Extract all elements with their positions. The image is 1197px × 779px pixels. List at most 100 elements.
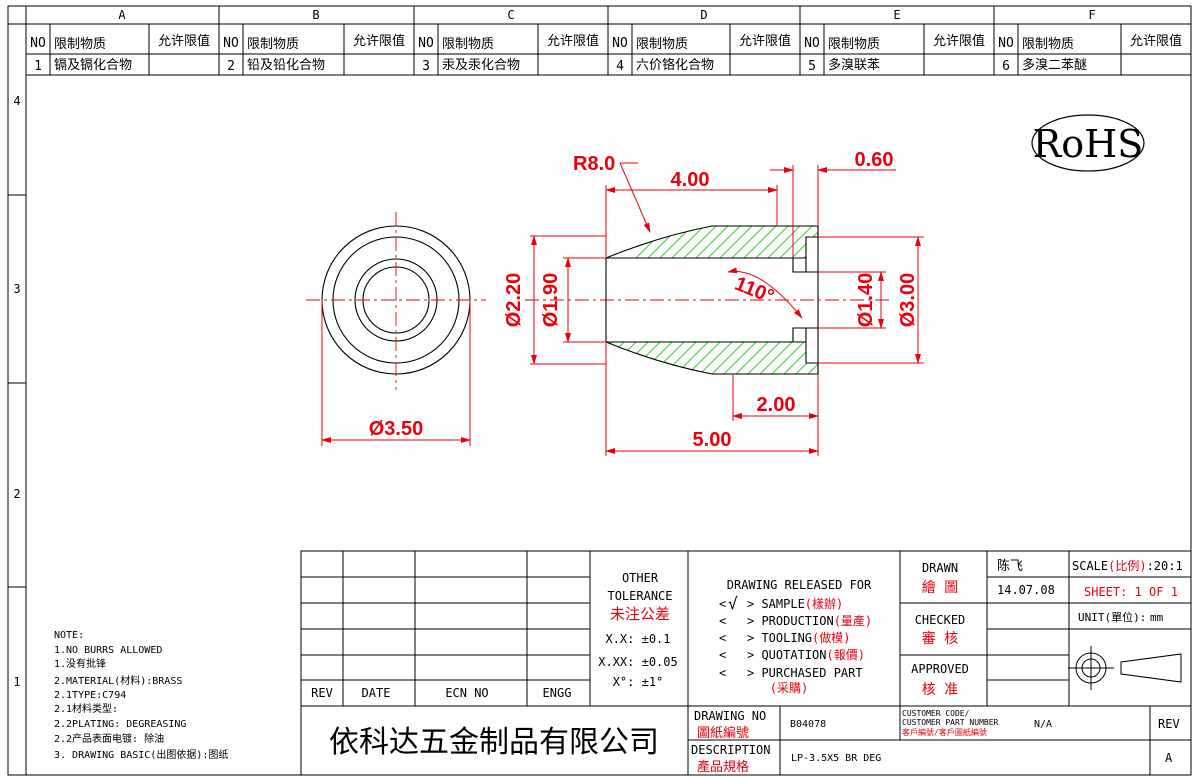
zone-row-3: 3	[13, 282, 20, 296]
note-line: 1.没有批锋	[54, 657, 106, 670]
rev-header: REV	[311, 686, 333, 700]
release-option: > PURCHASED PART	[747, 666, 863, 680]
zone-col-b: B	[312, 8, 319, 22]
tolerance-title-2: TOLERANCE	[607, 589, 672, 603]
table-header-limit: 允许限值	[1130, 33, 1182, 49]
release-option: > TOOLING(做模)	[747, 630, 850, 645]
tolerance-title-cn: 未注公差	[610, 605, 670, 623]
dia-190-label: Ø1.90	[540, 273, 562, 327]
description-label: DESCRIPTION	[691, 743, 770, 757]
table-header-limit: 允许限值	[547, 33, 599, 49]
rohs-label: RoHS	[1033, 122, 1144, 166]
scale-label: SCALE(比例):20:1	[1072, 559, 1183, 573]
release-option: > QUOTATION(報價)	[747, 648, 865, 662]
table-cell-no: 6	[1002, 59, 1010, 74]
dia-140-label: Ø1.40	[855, 273, 877, 327]
customer-code-value: N/A	[1034, 719, 1052, 730]
note-line: 2.1TYPE:C794	[54, 690, 126, 701]
zone-col-d: D	[700, 8, 707, 22]
checked-label-cn: 審 核	[922, 631, 958, 647]
table-cell-no: 5	[808, 59, 816, 74]
table-header-substance: 限制物质	[442, 37, 494, 52]
note-line: 2.MATERIAL(材料):BRASS	[54, 674, 182, 687]
scale-value: :20:1	[1147, 559, 1183, 573]
note-line: 3. DRAWING BASIC(出图依据):图纸	[54, 748, 228, 761]
radius-label: R8.0	[573, 153, 615, 175]
table-cell-substance: 多溴联苯	[828, 57, 880, 73]
approved-label: APPROVED	[911, 662, 969, 676]
dimension-labels: R8.0 4.00 0.60 110° Ø2.20 Ø1.90 Ø1.40 Ø3…	[369, 149, 919, 451]
table-header-no: NO	[612, 36, 628, 51]
dia-220-label: Ø2.20	[503, 273, 525, 327]
scale-label-cn: (比例)	[1108, 559, 1146, 573]
zone-col-f: F	[1088, 8, 1095, 22]
table-header-no: NO	[418, 36, 434, 51]
signature-block: DRAWN 繪 圖 陈飞 14.07.08 CHECKED 審 核 APPROV…	[911, 558, 1183, 698]
length-4-label: 4.00	[671, 169, 710, 191]
table-header-substance: 限制物质	[1022, 37, 1074, 52]
customer-code-label-cn: 客戶編號/客戶圖紙編號	[902, 727, 987, 737]
release-option-bracket: <	[719, 597, 726, 611]
rohs-mark: RoHS	[1031, 114, 1145, 172]
rev-value: A	[1165, 751, 1173, 765]
note-line: 2.1材料类型:	[54, 702, 118, 715]
release-option-bracket: <	[719, 631, 726, 645]
tolerance-title-1: OTHER	[622, 571, 659, 585]
table-cell-no: 2	[227, 59, 235, 74]
dia-300-label: Ø3.00	[897, 273, 919, 327]
revision-table: REV DATE ECN NO ENGG	[311, 686, 571, 700]
sheet-label: SHEET: 1 OF 1	[1084, 585, 1178, 599]
zone-col-e: E	[893, 8, 900, 22]
release-block: DRAWING RELEASED FOR <√> SAMPLE(樣辦)<> PR…	[719, 578, 872, 695]
table-cell-substance: 镉及镉化合物	[54, 57, 132, 73]
drawn-label: DRAWN	[922, 561, 958, 575]
table-header-substance: 限制物质	[247, 37, 299, 52]
company-name: 依科达五金制品有限公司	[329, 725, 659, 760]
table-header-no: NO	[804, 36, 820, 51]
release-option: > PRODUCTION(量產)	[747, 613, 872, 628]
lip-label: 0.60	[855, 149, 894, 171]
description-label-cn: 產品規格	[697, 759, 749, 775]
zone-row-2: 2	[13, 487, 20, 501]
drawn-date: 14.07.08	[997, 583, 1055, 597]
zone-row-4: 4	[13, 94, 20, 108]
zone-col-a: A	[118, 8, 126, 22]
engg-header: ENGG	[543, 686, 572, 700]
table-cell-substance: 六价铬化合物	[636, 57, 714, 73]
ecn-header: ECN NO	[445, 686, 488, 700]
zone-col-c: C	[507, 8, 514, 22]
table-header-no: NO	[998, 36, 1014, 51]
zone-labels: A B C D E F 4 3 2 1	[13, 8, 1095, 689]
scale-label-en: SCALE	[1072, 559, 1108, 573]
note-line: 1.NO BURRS ALLOWED	[54, 645, 162, 656]
table-header-substance: 限制物质	[636, 37, 688, 52]
table-header-limit: 允许限值	[353, 33, 405, 49]
projection-symbol-icon	[1068, 646, 1182, 690]
release-option-bracket: <	[719, 666, 726, 680]
release-option: > SAMPLE(樣辦)	[747, 596, 843, 611]
customer-part-label: CUSTOMER PART NUMBER	[902, 718, 999, 727]
table-header-limit: 允许限值	[739, 33, 791, 49]
table-header-substance: 限制物质	[54, 37, 106, 52]
zone-row-1: 1	[13, 675, 20, 689]
description-value: LP-3.5X5 BR DEG	[791, 753, 881, 764]
unit-label: UNIT(單位):	[1078, 610, 1146, 624]
table-header-limit: 允许限值	[158, 33, 210, 49]
date-header: DATE	[362, 686, 391, 700]
checked-label: CHECKED	[915, 613, 966, 627]
dimensions	[321, 162, 924, 456]
unit-value: mm	[1150, 611, 1164, 624]
note-line: 2.2PLATING: DEGREASING	[54, 719, 186, 730]
rev-label: REV	[1158, 717, 1180, 731]
drawn-by: 陈飞	[997, 558, 1023, 574]
customer-code-label: CUSTOMER CODE/	[902, 709, 970, 718]
table-header-no: NO	[223, 36, 239, 51]
drawing-no-label: DRAWING NO	[694, 709, 766, 723]
table-cell-no: 4	[616, 59, 624, 74]
release-title: DRAWING RELEASED FOR	[727, 578, 872, 592]
note-line: NOTE:	[54, 630, 84, 641]
drawn-label-cn: 繪 圖	[922, 579, 958, 596]
table-header-limit: 允许限值	[933, 33, 985, 49]
